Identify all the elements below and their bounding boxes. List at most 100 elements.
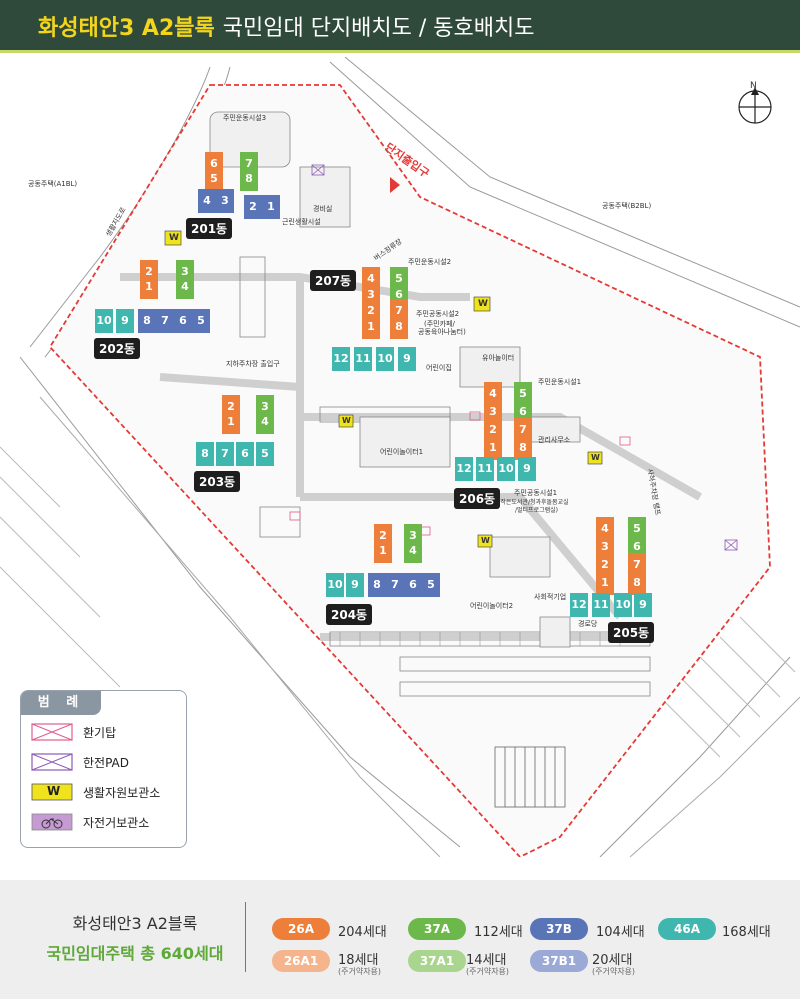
unit: 9: [116, 309, 134, 333]
type-count: 20세대: [592, 953, 633, 968]
unit: 5: [192, 309, 210, 333]
unit: 11: [592, 593, 610, 617]
unit: 1: [596, 571, 614, 595]
type-count: 168세대: [722, 925, 771, 940]
unit: 10: [614, 593, 632, 617]
unit: 6: [174, 309, 192, 333]
unit: 8: [368, 573, 386, 597]
waste-storage-icon: W: [31, 783, 73, 801]
unit: 9: [634, 593, 652, 617]
building-label-201: 201동: [186, 218, 233, 239]
type-count: 14세대: [466, 953, 507, 968]
unit: 12: [570, 593, 588, 617]
compass-label: N: [750, 81, 757, 91]
site-plan-svg: [0, 56, 800, 859]
facility-label: 주민공동시설2: [416, 310, 460, 318]
building-label-205: 205동: [608, 622, 655, 643]
legend-item-vent: 환기탑: [31, 723, 116, 741]
w-mark: W: [342, 416, 351, 425]
building-label-204: 204동: [326, 604, 373, 625]
type-badge-26A: 26A: [272, 918, 330, 940]
footer-summary: 화성태안3 A2블록 국민임대주택 총 640세대 26A 204세대 37A …: [0, 880, 800, 999]
site-plan-map: N 단지출입구 공동주택(A1BL) 공동주택(B2BL) 생활지도로 사하주차…: [0, 56, 800, 859]
w-mark: W: [591, 453, 600, 462]
unit: 4: [176, 275, 194, 299]
vent-tower-icon: [31, 723, 73, 741]
unit: 11: [476, 457, 494, 481]
w-marker-icons: [164, 230, 603, 548]
w-mark: W: [47, 784, 61, 798]
facility-label: (주민카페/: [424, 320, 455, 328]
type-count: 112세대: [474, 925, 523, 940]
facility-label: 지하주차장 출입구: [226, 360, 280, 368]
unit: 1: [140, 275, 158, 299]
type-badge-37B: 37B: [530, 918, 588, 940]
unit: 8: [240, 167, 258, 191]
facility-label: 경비실: [313, 205, 333, 213]
unit: 8: [138, 309, 156, 333]
unit: 12: [332, 347, 350, 371]
unit: 5: [256, 442, 274, 466]
unit: 3: [216, 189, 234, 213]
footer-line2: 국민임대주택 총 640세대: [46, 944, 224, 963]
unit: 1: [374, 539, 392, 563]
type-count: 104세대: [596, 925, 645, 940]
type-count: 18세대: [338, 953, 379, 968]
unit: 7: [216, 442, 234, 466]
facility-label: 어린이놀이터2: [470, 602, 514, 610]
facility-label: 공동육아나눔터): [418, 328, 466, 336]
footer-summary-text: 화성태안3 A2블록 국민임대주택 총 640세대: [40, 910, 230, 964]
unit: 1: [262, 195, 280, 219]
unit: 9: [518, 457, 536, 481]
facility-label: /멀티프로그램실): [515, 507, 559, 514]
bicycle-icon: [31, 813, 73, 831]
unit: 10: [497, 457, 515, 481]
unit: 2: [244, 195, 262, 219]
facility-label: 어린이집: [426, 364, 452, 372]
legend-label: 자전거보관소: [83, 815, 150, 830]
type-badge-46A: 46A: [658, 918, 716, 940]
type-badge-37A: 37A: [408, 918, 466, 940]
unit: 1: [484, 436, 502, 460]
footer-divider: [245, 902, 246, 972]
neighbor-a1: 공동주택(A1BL): [28, 180, 78, 188]
legend-item-kepco: 한전PAD: [31, 753, 129, 771]
facility-label: (작은도서관/청과후돌봄교실: [498, 499, 569, 506]
building-label-203: 203동: [194, 471, 241, 492]
unit: 1: [362, 315, 380, 339]
unit: 5: [422, 573, 440, 597]
footer-line1: 화성태안3 A2블록: [72, 914, 198, 933]
facility-label: 사회적기업: [534, 593, 567, 601]
neighbor-b2: 공동주택(B2BL): [602, 202, 652, 210]
facility-label: 주민공동시설1: [514, 489, 558, 497]
building-label-202: 202동: [94, 338, 141, 359]
facility-label: 어린이놀이터1: [380, 448, 424, 456]
building-label-207: 207동: [310, 270, 357, 291]
legend-label: 생활자원보관소: [83, 785, 161, 800]
unit: 8: [628, 571, 646, 595]
w-mark: W: [478, 299, 488, 309]
unit: 10: [376, 347, 394, 371]
unit: 9: [346, 573, 364, 597]
page-title: 화성태안3 A2블록 국민임대 단지배치도 / 동호배치도: [38, 10, 535, 42]
unit: 8: [196, 442, 214, 466]
unit: 9: [398, 347, 416, 371]
facility-label: 경로당: [578, 620, 598, 628]
unit: 5: [205, 167, 223, 191]
type-badge-26A1: 26A1: [272, 950, 330, 972]
type-note: (주거약자용): [466, 967, 510, 976]
unit: 6: [404, 573, 422, 597]
unit: 8: [514, 436, 532, 460]
unit: 7: [386, 573, 404, 597]
facility-label: 주민운동시설3: [223, 114, 267, 122]
legend-panel: 범 례 환기탑 한전PAD W 생활자원보관소 자전거보관소: [20, 690, 187, 848]
unit: 10: [95, 309, 113, 333]
title-strong: 화성태안3 A2블록: [38, 16, 215, 41]
legend-label: 한전PAD: [83, 755, 129, 770]
type-note: (주거약자용): [592, 967, 636, 976]
unit: 7: [156, 309, 174, 333]
facility-label: 근린생활시설: [282, 218, 321, 226]
facility-label: 관리사무소: [538, 436, 571, 444]
title-rest: 국민임대 단지배치도 / 동호배치도: [222, 16, 535, 41]
unit: 4: [198, 189, 216, 213]
